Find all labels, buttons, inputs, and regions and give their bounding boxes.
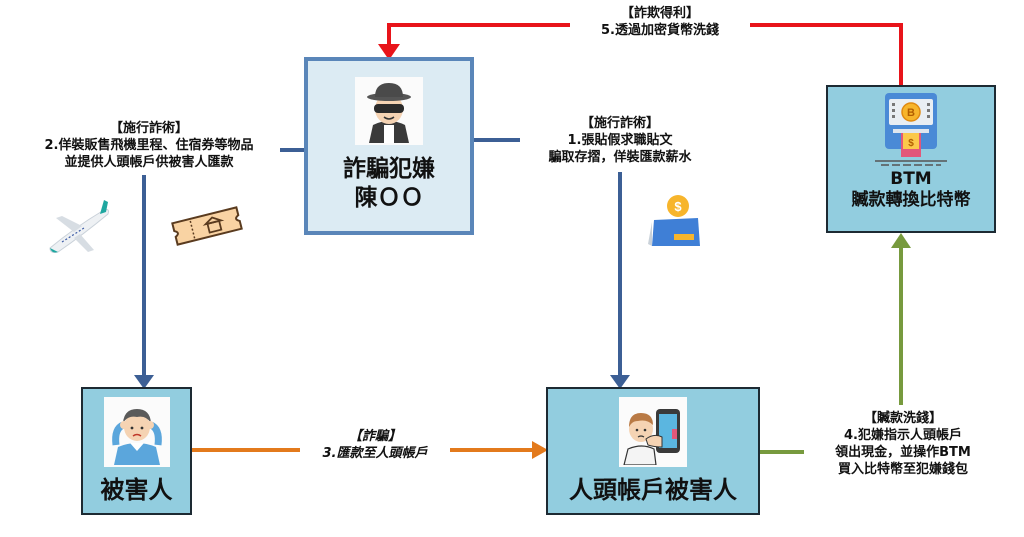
step4-text-line1: 4.犯嫌指示人頭帳戶 <box>844 428 962 443</box>
svg-text:B: B <box>907 107 915 119</box>
step5-tag: 【詐欺得利】 <box>620 6 699 21</box>
node-btm-title: BTM 贓款轉換比特幣 <box>852 169 971 212</box>
btm-description: 贓款轉換比特幣 <box>851 190 971 211</box>
arrow-step4-head <box>891 233 911 248</box>
step1-tag: 【施行詐術】 <box>580 116 659 131</box>
step4-tag: 【贓款洗錢】 <box>863 411 942 426</box>
person-with-phone-icon <box>619 397 687 467</box>
bitcoin-atm-icon: B $ <box>871 91 951 167</box>
node-btm: B $ BTM 贓款轉換比特幣 <box>826 85 996 233</box>
edge-label-step2: 【施行詐術】 2.佯裝販售飛機里程、住宿券等物品 並提供人頭帳戶供被害人匯款 <box>18 120 280 171</box>
step4-text-line2: 領出現金，並操作BTM <box>835 445 971 460</box>
step4-text-line3: 買入比特幣至犯嫌錢包 <box>837 462 968 477</box>
victim-label: 被害人 <box>100 476 173 504</box>
arrow-step3-head <box>532 441 548 459</box>
step1-text-line1: 1.張貼假求職貼文 <box>567 133 673 148</box>
step1-text-line2: 騙取存摺，佯裝匯款薪水 <box>548 150 692 165</box>
step3-text: 3.匯款至人頭帳戶 <box>322 446 428 461</box>
salary-card-icon: $ <box>646 192 706 248</box>
svg-text:$: $ <box>674 199 682 214</box>
suspect-label: 詐騙犯嫌 <box>343 156 435 182</box>
arrow-step5-head <box>378 44 400 60</box>
btm-label: BTM <box>890 169 932 189</box>
masked-thief-icon <box>355 77 423 145</box>
suspect-name: 陳ＯＯ <box>354 184 424 211</box>
step2-text-line2: 並提供人頭帳戶供被害人匯款 <box>64 155 234 170</box>
edge-label-step1: 【施行詐術】 1.張貼假求職貼文 騙取存摺，佯裝匯款薪水 <box>520 115 720 166</box>
step2-tag: 【施行詐術】 <box>109 121 188 136</box>
step2-text-line1: 2.佯裝販售飛機里程、住宿券等物品 <box>44 138 254 153</box>
edge-label-step4: 【贓款洗錢】 4.犯嫌指示人頭帳戶 領出現金，並操作BTM 買入比特幣至犯嫌錢包 <box>804 410 1002 478</box>
arrow-step1-head <box>610 375 630 389</box>
edge-label-step5: 【詐欺得利】 5.透過加密貨幣洗錢 <box>570 5 750 39</box>
svg-text:$: $ <box>908 138 914 149</box>
node-suspect-title: 詐騙犯嫌 陳ＯＯ <box>343 155 435 213</box>
node-mule-account: 人頭帳戶被害人 <box>546 387 760 515</box>
arrow-step2-head <box>134 375 154 389</box>
hotel-voucher-icon <box>168 205 246 247</box>
node-suspect: 詐騙犯嫌 陳ＯＯ <box>304 57 474 235</box>
mule-account-label: 人頭帳戶被害人 <box>569 476 737 504</box>
edge-label-step3: 【詐騙】 3.匯款至人頭帳戶 <box>300 428 450 462</box>
distressed-person-icon <box>103 397 170 467</box>
node-victim: 被害人 <box>81 387 192 515</box>
airplane-icon <box>44 198 114 256</box>
step5-text: 5.透過加密貨幣洗錢 <box>601 23 719 38</box>
step3-tag: 【詐騙】 <box>348 429 401 444</box>
